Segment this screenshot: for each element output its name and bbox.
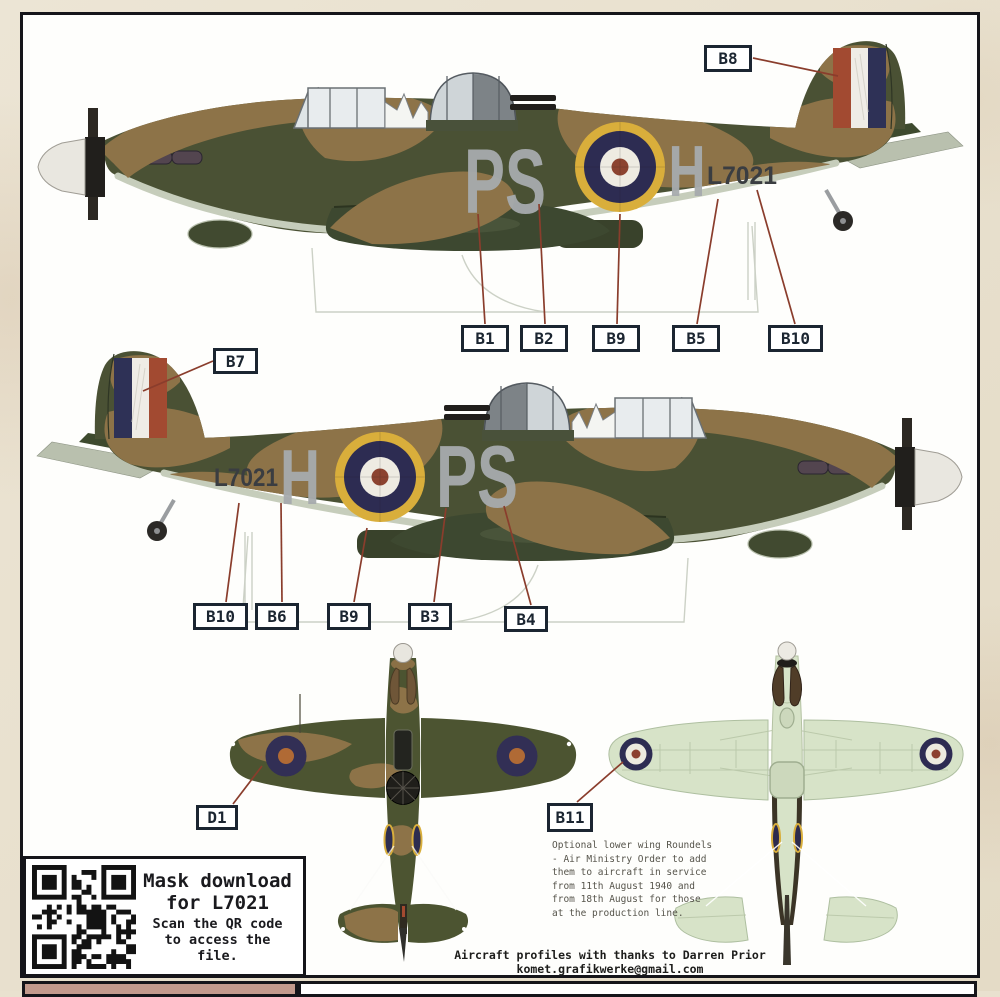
credit-line1: Aircraft profiles with thanks to Darren … [454,948,766,962]
callout-b8: B8 [704,45,752,72]
qr-body-line2: to access the [164,931,271,948]
callout-b4: B4 [504,606,548,632]
note-line: Optional lower wing Roundels [552,840,713,851]
callout-b6: B6 [255,603,299,630]
callout-b3: B3 [408,603,452,630]
note-line: - Air Ministry Order to add [552,853,707,865]
note-line: at the production line. [552,907,684,919]
optional-roundels-note: Optional lower wing Roundels - Air Minis… [552,839,737,920]
next-panel-white-box [298,981,977,997]
callout-b2: B2 [520,325,568,352]
next-panel-pink-box [22,981,298,997]
main-panel [20,12,980,978]
qr-body-line3: file. [197,947,238,964]
callout-b9-mid: B9 [327,603,371,630]
qr-code [32,864,136,969]
qr-panel-text: Mask download for L7021 Scan the QR code… [136,870,303,964]
callout-b11: B11 [547,803,593,832]
callout-b7: B7 [213,348,258,374]
callout-b10-top: B10 [768,325,823,352]
note-line: them to aircraft in service [552,867,707,878]
qr-title-line1: Mask download [143,869,292,892]
callout-b1: B1 [461,325,509,352]
note-line: from 11th August 1940 and [552,880,695,892]
qr-panel: Mask download for L7021 Scan the QR code… [23,856,306,977]
note-line: from 18th August for those [552,894,701,905]
qr-body-line1: Scan the QR code [152,915,283,932]
credit-text: Aircraft profiles with thanks to Darren … [420,948,800,976]
credit-line2: komet.grafikwerke@gmail.com [516,962,704,976]
callout-b9-top: B9 [592,325,640,352]
callout-d1: D1 [196,805,238,830]
qr-title-line2: for L7021 [166,891,269,914]
callout-b5: B5 [672,325,720,352]
callout-b10-mid: B10 [193,603,248,630]
